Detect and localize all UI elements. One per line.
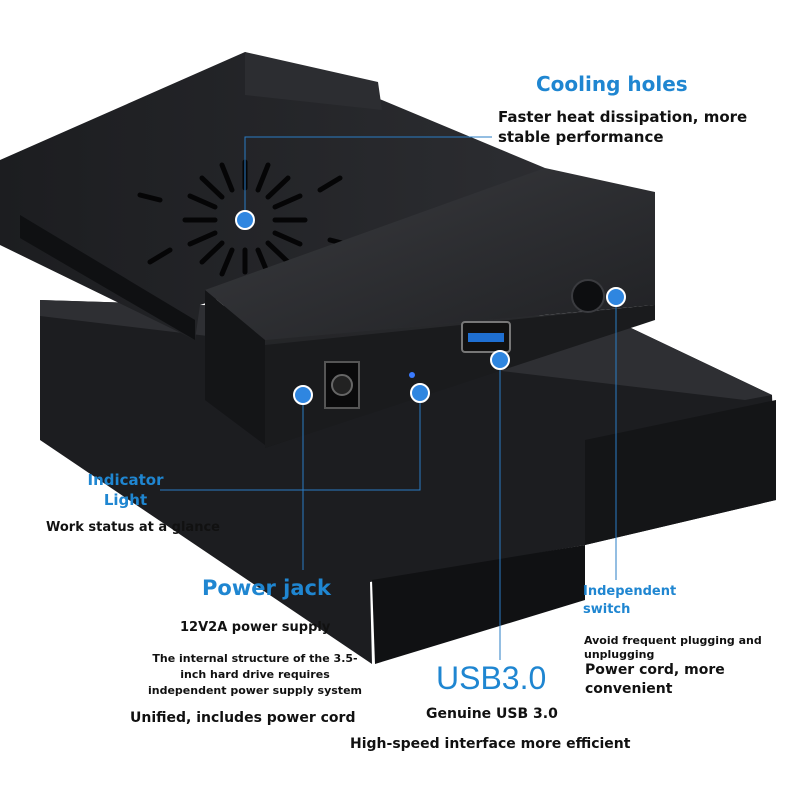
marker-switch [606,287,626,307]
power-spec: 12V2A power supply [180,620,331,635]
usb-spec: Genuine USB 3.0 [426,706,558,722]
switch-note-line2: convenient [585,681,673,697]
cooling-desc: Faster heat dissipation, more stable per… [498,108,748,146]
switch-note-line1: Power cord, more [585,662,725,678]
callout-lines [160,136,617,660]
power-button-icon [571,279,605,313]
power-desc-line1: The internal structure of the 3.5- [152,652,358,665]
indicator-light-icon [409,372,415,378]
switch-desc-line1: Avoid frequent plugging and [584,634,762,647]
switch-title-line1: Independent [583,584,677,599]
indicator-desc: Work status at a glance [46,520,220,535]
switch-desc-line2: unplugging [584,648,655,661]
usb-desc: High-speed interface more efficient [350,736,631,752]
marker-usb [490,350,510,370]
power-note: Unified, includes power cord [130,710,356,726]
power-title: Power jack [202,576,331,600]
switch-title-line2: switch [583,602,631,617]
indicator-title-line2: Light [103,491,148,509]
dock-body [205,168,655,448]
marker-power [293,385,313,405]
power-desc-line2: inch hard drive requires [180,668,330,681]
callout-markers [235,210,626,405]
marker-cooling [235,210,255,230]
usb-port-icon [461,321,511,353]
power-desc-line3: independent power supply system [147,684,362,697]
indicator-title-line1: Indicator [87,471,164,489]
power-jack-icon [324,361,360,409]
cooling-holes-icon [137,159,353,277]
usb-title: USB3.0 [436,660,547,696]
marker-indicator [410,383,430,403]
cooling-title: Cooling holes [536,72,688,96]
